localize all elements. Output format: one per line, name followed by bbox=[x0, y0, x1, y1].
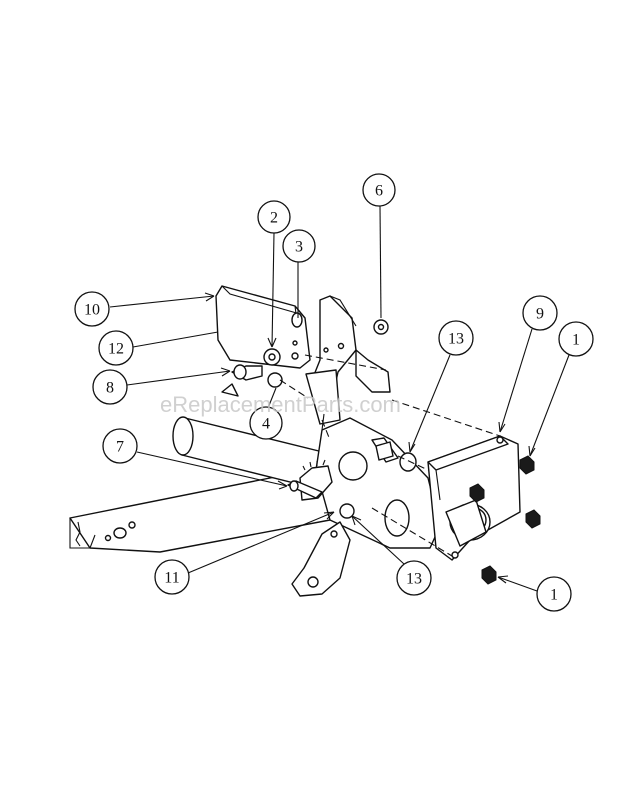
callout-13-top: 13 bbox=[438, 320, 474, 356]
callout-2: 2 bbox=[257, 200, 291, 234]
svg-text:6: 6 bbox=[375, 183, 383, 200]
pivot-bracket bbox=[215, 285, 311, 369]
callout-6: 6 bbox=[362, 173, 396, 207]
callout-7: 7 bbox=[102, 428, 138, 464]
callout-10: 10 bbox=[74, 291, 110, 327]
lower-arm bbox=[291, 521, 351, 597]
svg-text:9: 9 bbox=[536, 306, 544, 323]
svg-text:11: 11 bbox=[164, 570, 179, 587]
nuts bbox=[469, 455, 541, 585]
callout-4: 4 bbox=[249, 406, 283, 440]
bushings bbox=[339, 441, 417, 519]
svg-text:12: 12 bbox=[108, 341, 124, 358]
callout-13-bottom: 13 bbox=[396, 560, 432, 596]
svg-text:4: 4 bbox=[262, 416, 270, 433]
svg-text:7: 7 bbox=[116, 439, 124, 456]
callout-9: 9 bbox=[522, 295, 558, 331]
callout-3: 3 bbox=[282, 229, 316, 263]
svg-text:1: 1 bbox=[550, 587, 558, 604]
frame-rail bbox=[69, 471, 331, 553]
hardware bbox=[221, 319, 389, 499]
svg-text:13: 13 bbox=[448, 331, 464, 348]
callout-11: 11 bbox=[154, 559, 190, 595]
alignment-lines bbox=[279, 354, 501, 557]
callout-8: 8 bbox=[92, 369, 128, 405]
callout-1-bottom: 1 bbox=[536, 576, 572, 612]
svg-text:3: 3 bbox=[295, 239, 303, 256]
svg-text:2: 2 bbox=[270, 210, 278, 227]
callout-1-top: 1 bbox=[558, 321, 594, 357]
watermark-text: eReplacementParts.com bbox=[160, 392, 401, 417]
callout-12: 12 bbox=[98, 330, 134, 366]
center-bracket bbox=[305, 295, 391, 425]
svg-text:1: 1 bbox=[572, 332, 580, 349]
shaft bbox=[172, 416, 336, 493]
svg-text:10: 10 bbox=[84, 302, 100, 319]
svg-text:13: 13 bbox=[406, 571, 422, 588]
leader-lines bbox=[109, 205, 570, 592]
svg-text:8: 8 bbox=[106, 380, 114, 397]
